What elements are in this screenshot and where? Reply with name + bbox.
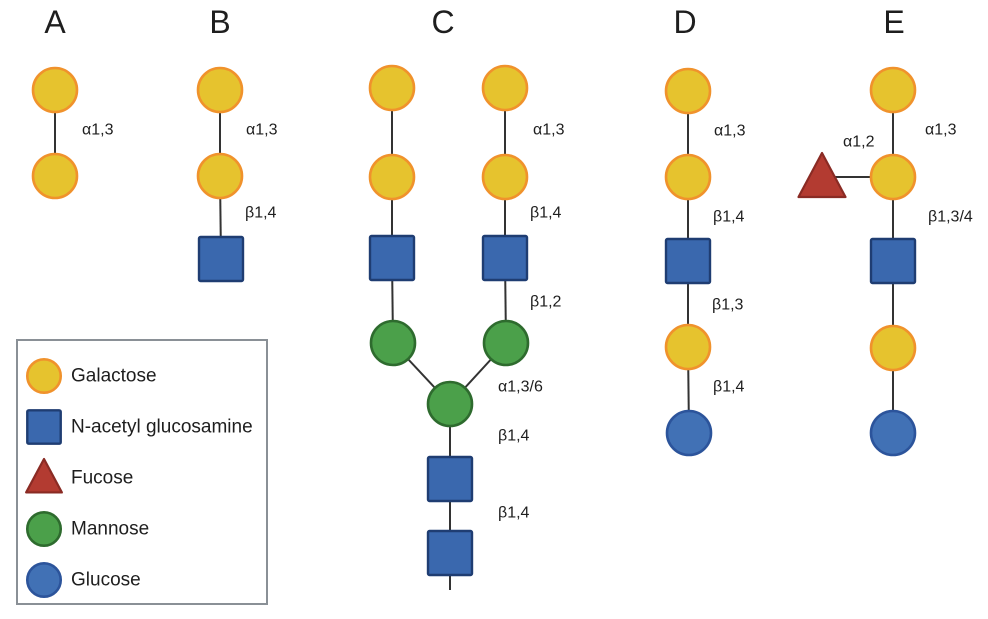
legend-label: Glucose <box>71 570 141 591</box>
mannose-node <box>482 319 530 367</box>
legend-label: Fucose <box>71 468 133 489</box>
bond-label: α1,3 <box>533 122 565 139</box>
galactose-node <box>869 66 917 114</box>
legend-label: Galactose <box>71 366 157 387</box>
legend-label: N-acetyl glucosamine <box>71 417 253 438</box>
bond-label: β1,4 <box>498 505 530 522</box>
panel-letter: C <box>431 4 454 40</box>
galactose-node <box>664 67 712 115</box>
bond-label: β1,4 <box>713 379 745 396</box>
panel-letter: B <box>209 4 230 40</box>
glcnac-node <box>426 455 474 503</box>
galactose-node <box>196 66 244 114</box>
mannose-node <box>369 319 417 367</box>
galactose-node <box>25 357 63 395</box>
bond-label: β1,4 <box>530 205 562 222</box>
bond-label: α1,2 <box>843 134 875 151</box>
bond-label: β1,4 <box>245 205 277 222</box>
bond-label: α1,3 <box>246 122 278 139</box>
bond-label: α1,3/6 <box>498 379 543 396</box>
glcnac-node <box>426 529 474 577</box>
galactose-node <box>368 153 416 201</box>
fucose-node <box>797 151 847 199</box>
legend-label: Mannose <box>71 519 149 540</box>
galactose-node <box>31 66 79 114</box>
bond-label: β1,3/4 <box>928 209 973 226</box>
bond-label: β1,4 <box>713 209 745 226</box>
glcnac-node <box>664 237 712 285</box>
galactose-node <box>31 152 79 200</box>
glcnac-node <box>481 234 529 282</box>
galactose-node <box>869 153 917 201</box>
galactose-node <box>664 153 712 201</box>
panel-letter: A <box>44 4 66 40</box>
glcnac-node <box>368 234 416 282</box>
fucose-node <box>25 457 63 494</box>
glucose-node <box>869 409 917 457</box>
galactose-node <box>481 64 529 112</box>
galactose-node <box>481 153 529 201</box>
galactose-node <box>869 324 917 372</box>
galactose-node <box>368 64 416 112</box>
mannose-node <box>25 510 63 548</box>
panel-letter: D <box>673 4 696 40</box>
bond-label: α1,3 <box>714 123 746 140</box>
bond-label: α1,3 <box>925 122 957 139</box>
galactose-node <box>664 323 712 371</box>
panel-letter: E <box>883 4 904 40</box>
bond-label: β1,4 <box>498 428 530 445</box>
glcnac-node <box>869 237 917 285</box>
galactose-node <box>196 152 244 200</box>
glcnac-node <box>26 409 62 445</box>
glucose-node <box>665 409 713 457</box>
bond-label: α1,3 <box>82 122 114 139</box>
bond-label: β1,3 <box>712 297 744 314</box>
glucose-node <box>25 561 63 599</box>
mannose-node <box>426 380 474 428</box>
glcnac-node <box>197 235 245 283</box>
bond-label: β1,2 <box>530 294 562 311</box>
